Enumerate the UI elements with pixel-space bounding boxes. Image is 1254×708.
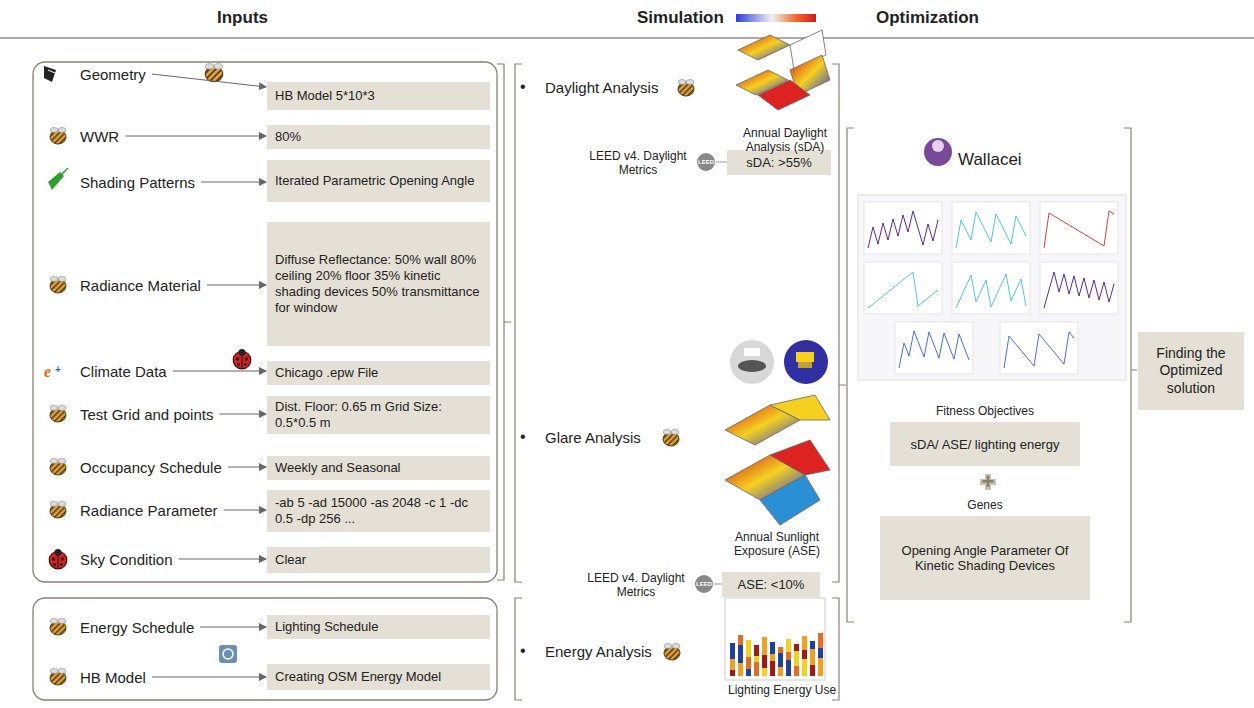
input-label: Sky Condition [80,551,173,568]
label-text: Radiance Material [80,277,201,294]
value-text: Clear [275,552,482,568]
arrow-connector [228,467,266,468]
value-text: Weekly and Seasonal [275,460,482,476]
label-text: Occupancy Schedule [80,459,222,476]
label: Optimization [876,8,979,28]
label-text: Shading Patterns [80,174,195,191]
label: + [982,469,995,494]
value-box: Weekly and Seasonal [267,456,490,480]
arrow-connector [179,559,266,560]
label: Energy Analysis [545,643,652,660]
objective-text: Opening Angle Parameter Of Kinetic Shadi… [888,543,1082,573]
label: • [520,642,526,660]
input-label: Shading Patterns [80,174,195,191]
objective-box: Opening Angle Parameter Of Kinetic Shadi… [880,516,1090,600]
label: • [520,78,526,96]
label: Annual Daylight Analysis (sDA) [736,127,834,155]
label: LEED [696,581,712,588]
input-label: Test Grid and points [80,406,213,423]
group-heading: Genes [880,498,1090,512]
label: • [520,428,526,446]
value-text: Chicago .epw File [275,365,482,381]
label-text: HB Model [80,669,146,686]
value-text: Lighting Schedule [275,619,482,635]
value-text: -ab 5 -ad 15000 -as 2048 -c 1 -dc 0.5 -d… [275,495,482,527]
value-box: Lighting Schedule [267,615,490,639]
input-label: Geometry [80,66,146,83]
label-text: Energy Schedule [80,619,194,636]
label-text: Test Grid and points [80,406,213,423]
value-box: Creating OSM Energy Model [267,664,490,690]
value-text: Dist. Floor: 0.65 m Grid Size: 0.5*0.5 m [275,399,482,431]
arrow-connector [207,285,266,286]
svg-text:+: + [55,364,61,375]
label: Inputs [217,8,268,28]
value-box: Dist. Floor: 0.65 m Grid Size: 0.5*0.5 m [267,396,490,434]
label: LEED v4. Daylight Metrics [588,150,688,178]
label: Glare Analysis [545,429,641,446]
input-label: Energy Schedule [80,619,194,636]
value-box: Chicago .epw File [267,361,490,385]
value-box: Clear [267,547,490,573]
objective-group: GenesOpening Angle Parameter Of Kinetic … [880,498,1090,600]
label-text: WWR [80,128,119,145]
svg-text:e: e [44,363,51,380]
arrow-connector [219,414,266,415]
arrow-connector [173,371,266,372]
value-box: Diffuse Reflectance: 50% wall 80% ceilin… [267,222,490,346]
value-text: sDA: >55% [746,155,811,171]
value-box: ASE: <10% [722,572,820,597]
value-text: Diffuse Reflectance: 50% wall 80% ceilin… [275,252,482,315]
label-text: Sky Condition [80,551,173,568]
label: LEED [698,159,714,166]
label-text: Geometry [80,66,146,83]
arrow-connector [201,182,266,183]
value-box: 80% [267,125,490,149]
label: Simulation [637,8,724,28]
objective-group: Fitness Objectives sDA/ ASE/ lighting ene… [890,404,1080,466]
result-box: Finding the Optimized solution [1138,332,1244,410]
label-text: Radiance Parameter [80,502,218,519]
label: Lighting Energy Use [728,684,836,698]
objective-box: sDA/ ASE/ lighting energy [890,422,1080,466]
value-text: Finding the Optimized solution [1146,345,1236,396]
objective-text: sDA/ ASE/ lighting energy [911,437,1060,452]
arrow-connector [224,510,266,511]
arrow-connector [152,677,266,678]
input-label: Climate Data [80,363,167,380]
input-label: HB Model [80,669,146,686]
label: LEED v4. Daylight Metrics [586,572,686,600]
label: Annual Sunlight Exposure (ASE) [722,531,832,559]
group-heading: Fitness Objectives [890,404,1080,418]
value-box: -ab 5 -ad 15000 -as 2048 -c 1 -dc 0.5 -d… [267,490,490,532]
value-box: HB Model 5*10*3 [267,82,490,110]
value-text: Creating OSM Energy Model [275,669,482,685]
input-label: Radiance Material [80,277,201,294]
value-text: ASE: <10% [738,577,805,593]
label: Daylight Analysis [545,79,658,96]
value-text: Iterated Parametric Opening Angle [275,173,482,189]
value-text: HB Model 5*10*3 [275,88,482,104]
input-label: Occupancy Schedule [80,459,222,476]
input-label: WWR [80,128,119,145]
label: Wallacei [958,150,1022,170]
arrow-connector [125,136,266,137]
input-label: Radiance Parameter [80,502,218,519]
value-text: 80% [275,129,482,145]
arrow-connector [152,74,266,87]
arrow-connector [200,627,266,628]
label-text: Climate Data [80,363,167,380]
value-box: Iterated Parametric Opening Angle [267,160,490,202]
